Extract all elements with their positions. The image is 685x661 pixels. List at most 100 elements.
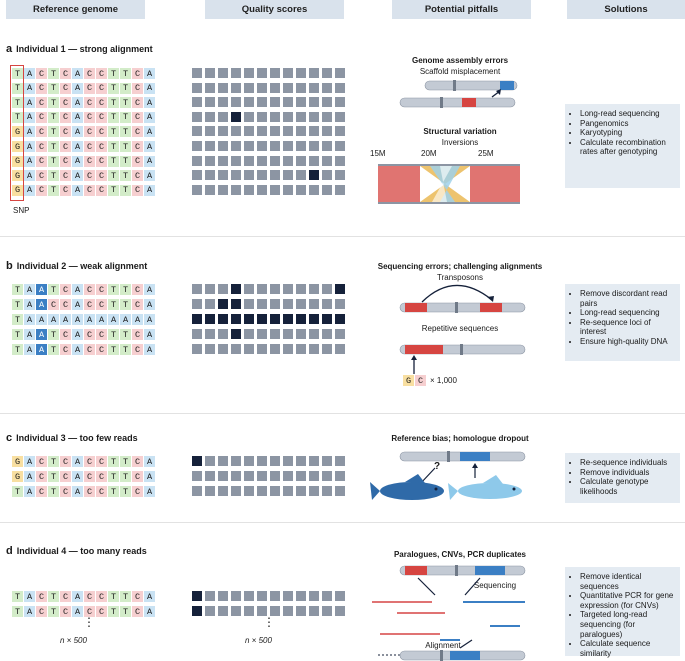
- nucleotide-t: T: [120, 184, 131, 196]
- low-quality-score: [192, 591, 202, 601]
- low-quality-score: [270, 314, 280, 324]
- quality-score: [322, 68, 332, 78]
- quality-score: [244, 456, 254, 466]
- quality-score: [283, 68, 293, 78]
- quality-score: [244, 471, 254, 481]
- pitfall-a-sub2: Inversions: [441, 138, 479, 147]
- quality-score: [270, 170, 280, 181]
- quality-score: [296, 68, 306, 78]
- quality-score: [257, 284, 267, 294]
- nucleotide-a: A: [72, 184, 83, 196]
- quality-score: [244, 344, 254, 354]
- quality-row: [192, 606, 345, 616]
- quality-score: [283, 155, 293, 166]
- nucleotide-c: C: [84, 486, 95, 497]
- quality-score: [192, 284, 202, 294]
- nucleotide-a: A: [36, 284, 47, 295]
- nucleotide-t: T: [48, 184, 59, 196]
- quality-row: [192, 314, 345, 324]
- nucleotide-t: T: [12, 97, 23, 109]
- nucleotide-a: A: [24, 82, 35, 94]
- quality-score: [218, 456, 228, 466]
- quality-score: [296, 591, 306, 601]
- nucleotide-c: C: [132, 97, 143, 109]
- pitfall-a-title2: Structural variation: [423, 127, 497, 136]
- nucleotide-a: A: [144, 344, 155, 355]
- nucleotide-c: C: [84, 111, 95, 123]
- nucleotide-a: A: [36, 329, 47, 340]
- quality-row: [192, 97, 345, 108]
- nucleotide-c: C: [60, 126, 71, 138]
- nucleotide-c: C: [96, 606, 107, 617]
- quality-score: [231, 82, 241, 93]
- quality-score: [231, 591, 241, 601]
- nucleotide-t: T: [48, 471, 59, 482]
- nucleotide-c: C: [60, 284, 71, 295]
- solution-a-2: Pangenomics: [580, 119, 676, 129]
- quality-score: [218, 344, 228, 354]
- quality-score: [257, 97, 267, 108]
- nucleotide-g: G: [12, 126, 23, 138]
- quality-score: [244, 606, 254, 616]
- quality-score: [218, 471, 228, 481]
- chromosome-transposon: [399, 302, 526, 313]
- quality-score: [218, 284, 228, 294]
- pitfall-b-title: Sequencing errors; challenging alignment…: [377, 262, 543, 271]
- quality-score: [270, 329, 280, 339]
- quality-row: [192, 329, 345, 339]
- quality-score: [257, 82, 267, 93]
- nucleotide-c: C: [96, 591, 107, 602]
- quality-score: [270, 284, 280, 294]
- solution-a-4: Calculate recombination rates after geno…: [580, 138, 676, 157]
- nucleotide-a: A: [144, 68, 155, 79]
- nucleotide-c: C: [84, 97, 95, 109]
- quality-score: [257, 456, 267, 466]
- nucleotide-a: A: [36, 314, 47, 325]
- nucleotide-a: A: [72, 68, 83, 79]
- nucleotide-c: C: [132, 111, 143, 123]
- quality-score: [309, 141, 319, 151]
- quality-score: [257, 126, 267, 137]
- quality-score: [296, 111, 306, 122]
- nucleotide-c: C: [60, 486, 71, 497]
- nucleotide-t: T: [108, 299, 119, 310]
- nucleotide-a: A: [144, 299, 155, 310]
- nucleotide-t: T: [48, 170, 59, 182]
- nucleotide-t: T: [12, 111, 23, 123]
- nucleotide-c: C: [132, 155, 143, 167]
- quality-score: [335, 126, 345, 137]
- solutions-c: Re-sequence individuals Remove individua…: [565, 453, 680, 503]
- nucleotide-a: A: [72, 284, 83, 295]
- nucleotide-c: C: [36, 111, 47, 123]
- nucleotide-a: A: [72, 606, 83, 617]
- nucleotide-c: C: [60, 111, 71, 123]
- quality-score: [244, 329, 254, 339]
- nucleotide-t: T: [48, 606, 59, 617]
- quality-score: [205, 126, 215, 137]
- nucleotide-a: A: [72, 170, 83, 182]
- nucleotide-t: T: [120, 299, 131, 310]
- quality-score: [231, 486, 241, 496]
- reads-red: [372, 601, 445, 635]
- low-quality-score: [192, 606, 202, 616]
- quality-score: [205, 486, 215, 496]
- quality-score: [283, 456, 293, 466]
- nucleotide-a: A: [120, 314, 131, 325]
- quality-score: [231, 155, 241, 166]
- nucleotide-t: T: [120, 344, 131, 355]
- quality-score: [309, 456, 319, 466]
- low-quality-score: [335, 314, 345, 324]
- nucleotide-c: C: [96, 97, 107, 109]
- nucleotide-c: C: [36, 126, 47, 138]
- solution-b-4: Ensure high-quality DNA: [580, 337, 676, 347]
- low-quality-score: [231, 329, 241, 339]
- quality-score: [218, 329, 228, 339]
- quality-score: [335, 471, 345, 481]
- nucleotide-t: T: [48, 344, 59, 355]
- nucleotide-a: A: [24, 486, 35, 497]
- nucleotide-c: C: [84, 606, 95, 617]
- quality-score: [335, 606, 345, 616]
- quality-score: [322, 111, 332, 122]
- header-solutions: Solutions: [567, 0, 685, 19]
